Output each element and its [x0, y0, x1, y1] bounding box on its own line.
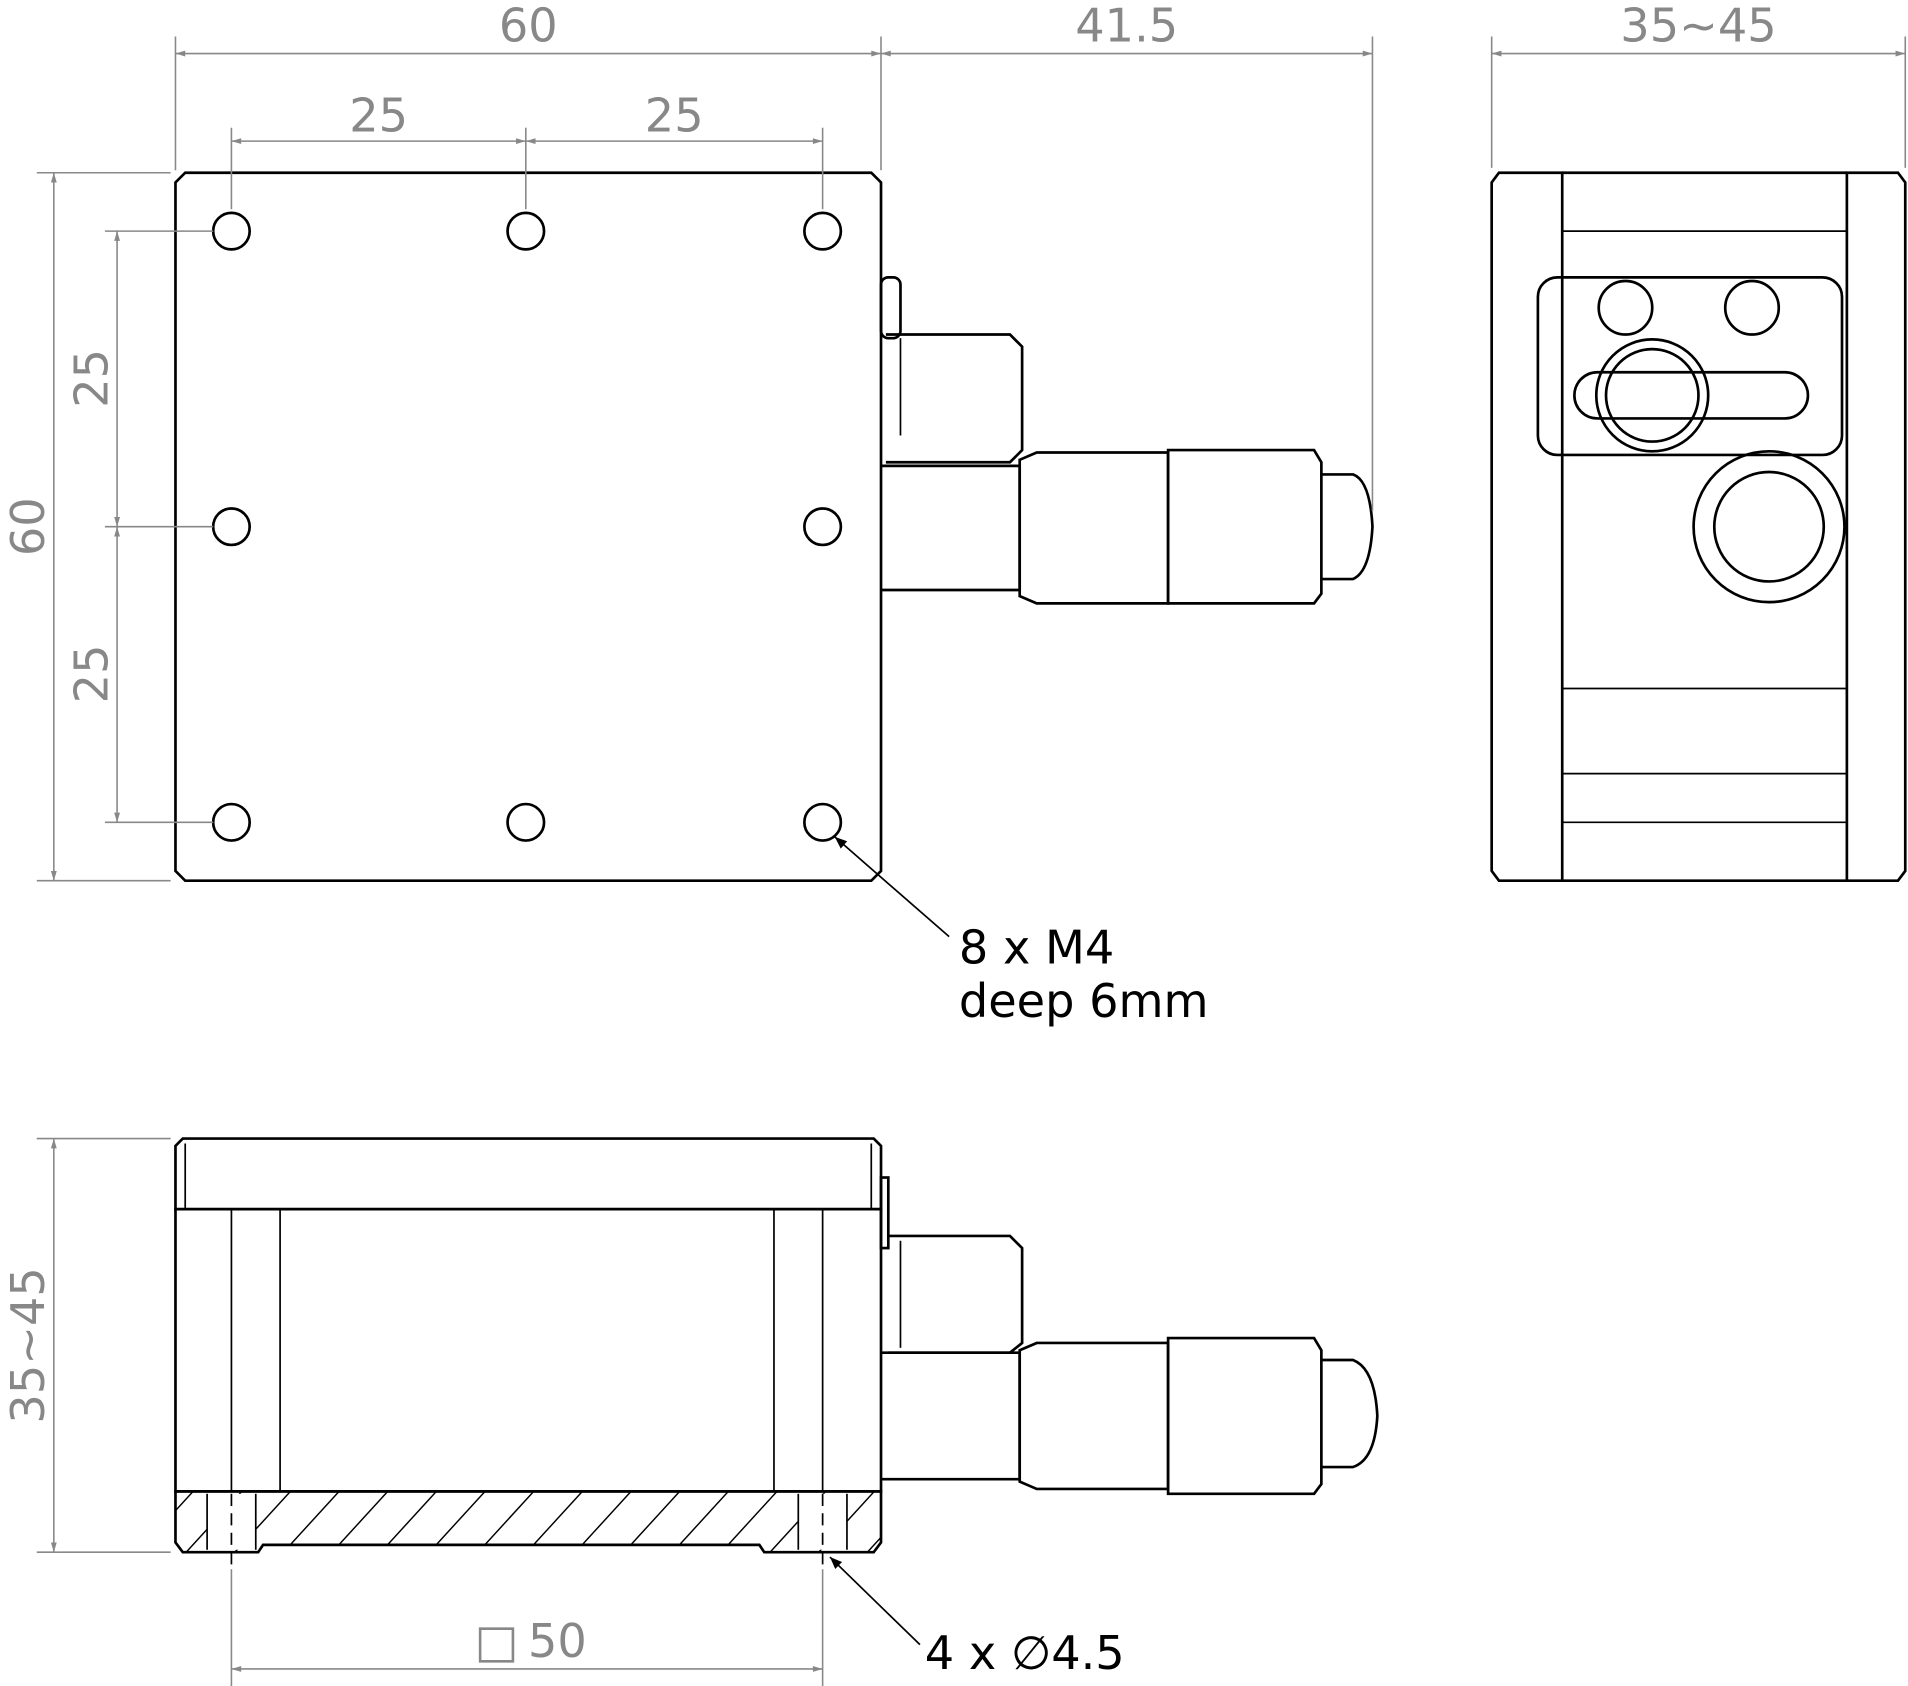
hatch-line [364, 1491, 444, 1553]
dim-square-size: 50 [528, 1614, 587, 1668]
hatch-line [316, 1491, 395, 1553]
hatch-line [900, 1484, 978, 1569]
hatch-line [607, 1491, 687, 1553]
hatch-line [175, 1491, 201, 1553]
hatch-line [413, 1491, 493, 1553]
hatch-line [559, 1491, 639, 1553]
hatch-line [218, 1491, 298, 1553]
dim-hole-spacing-x1: 25 [349, 88, 408, 142]
callout-holes-line1: 8 x M4 [959, 920, 1114, 974]
micrometer-front [879, 1176, 1379, 1496]
hatch-line [705, 1491, 785, 1553]
leader-line [829, 1556, 921, 1646]
side-view: 35~45 [1490, 0, 1907, 883]
hatch-line [462, 1491, 541, 1553]
hatch-line [949, 1484, 1027, 1569]
dim-hole-spacing-y2: 25 [64, 645, 118, 704]
dim-hole-spacing-x2: 25 [645, 88, 704, 142]
dim-micrometer-length: 41.5 [1075, 0, 1178, 52]
hatch-line [656, 1491, 736, 1553]
dim-side-width: 35~45 [1620, 0, 1776, 52]
micrometer-top [879, 276, 1374, 605]
front-view: 35~45 □ 50 4 x ∅4.5 [1, 1137, 1379, 1686]
section-hatching [175, 1484, 1027, 1569]
dim-square-symbol: □ [475, 1614, 519, 1668]
dim-top-height: 60 [1, 497, 55, 556]
dim-top-width: 60 [499, 0, 558, 52]
top-view: 60 41.5 25 25 60 25 25 8 x M4 deep 6mm [1, 0, 1374, 1028]
dim-hole-spacing-y1: 25 [64, 349, 118, 408]
dim-front-height: 35~45 [1, 1267, 55, 1423]
hatch-line [851, 1491, 882, 1553]
callout-holes-line2: deep 6mm [959, 974, 1209, 1028]
hatch-line [510, 1491, 590, 1553]
mounting-holes [211, 211, 843, 842]
hatch-line [267, 1491, 347, 1553]
callout-through-holes: 4 x ∅4.5 [925, 1626, 1125, 1680]
leader-line [834, 836, 950, 938]
dimensions-top: 60 41.5 25 25 60 25 25 [1, 0, 1374, 882]
